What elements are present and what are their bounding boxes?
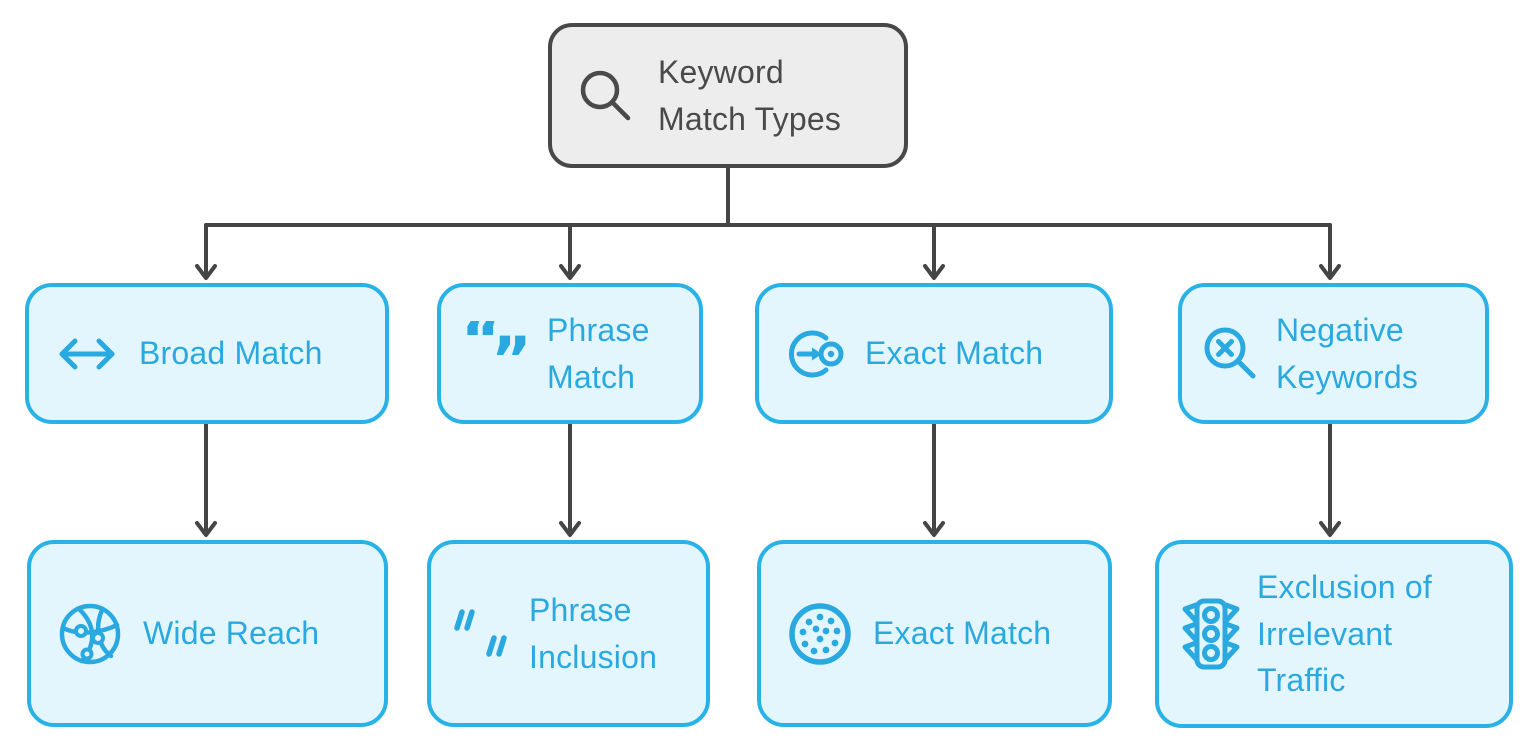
svg-text:“: “ xyxy=(461,321,502,376)
node-broad-match: Broad Match xyxy=(25,283,389,424)
node-exclusion-irrelevant-traffic: Exclusion of Irrelevant Traffic xyxy=(1155,540,1513,728)
node-exact-match: Exact Match xyxy=(755,283,1113,424)
arrowhead-icon xyxy=(559,521,581,537)
arrowhead-icon xyxy=(923,521,945,537)
node-label: Exact Match xyxy=(873,615,1052,652)
traffic-light-icon xyxy=(1182,598,1240,670)
arrowhead-icon xyxy=(923,264,945,280)
arrowhead-icon xyxy=(559,264,581,280)
node-keyword-match-types: Keyword Match Types xyxy=(548,23,908,168)
node-exact-match-result: Exact Match xyxy=(757,540,1112,727)
node-label: Phrase Match xyxy=(547,312,650,395)
node-label: Keyword Match Types xyxy=(658,54,842,137)
node-label: Broad Match xyxy=(139,335,323,372)
search-icon xyxy=(580,70,631,120)
node-label: Wide Reach xyxy=(143,615,320,652)
node-label: Exclusion of Irrelevant Traffic xyxy=(1257,569,1432,699)
curly-quotes-icon: “ ” xyxy=(461,321,531,387)
node-label: Negative Keywords xyxy=(1276,312,1419,395)
svg-text:”: ” xyxy=(491,323,531,387)
arrowhead-icon xyxy=(195,264,217,280)
node-wide-reach: Wide Reach xyxy=(27,540,388,727)
arrowhead-icon xyxy=(1319,264,1341,280)
node-phrase-match: “ ” Phrase Match xyxy=(437,283,703,424)
node-label: Exact Match xyxy=(865,335,1044,372)
dotted-circle-icon xyxy=(789,602,851,665)
node-phrase-inclusion: Phrase Inclusion xyxy=(427,540,710,727)
node-label: Phrase Inclusion xyxy=(529,592,658,675)
node-negative-keywords: Negative Keywords xyxy=(1178,283,1489,424)
globe-network-icon xyxy=(59,603,121,664)
arrowhead-icon xyxy=(1319,521,1341,537)
arrowhead-icon xyxy=(195,521,217,537)
target-arrow-icon xyxy=(788,330,844,377)
excluded-search-icon xyxy=(1204,327,1256,378)
double-arrow-icon xyxy=(59,338,115,369)
straight-quotes-icon xyxy=(454,608,507,657)
